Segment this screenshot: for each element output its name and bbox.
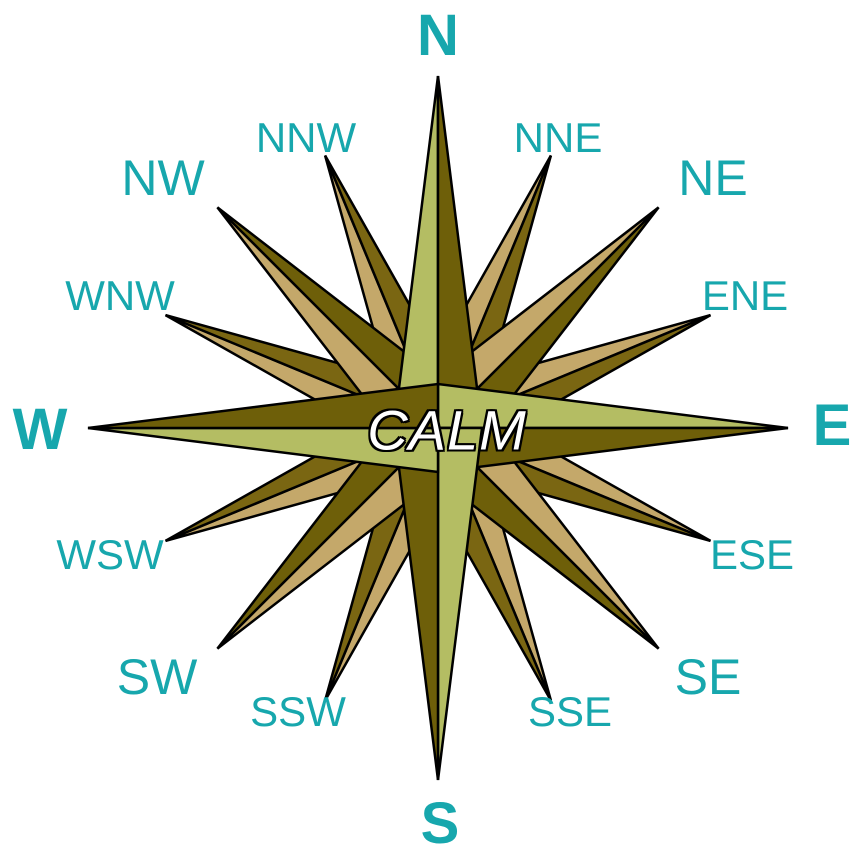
direction-label-w: W xyxy=(12,397,68,462)
direction-label-nne: NNE xyxy=(513,114,603,161)
star-point-w-right-face xyxy=(87,382,440,430)
direction-label-sw: SW xyxy=(116,649,198,705)
direction-label-e: E xyxy=(812,393,852,458)
direction-label-sse: SSE xyxy=(527,688,613,735)
star-point-n-right-face xyxy=(436,75,484,430)
star-point-s-left-face xyxy=(436,426,484,781)
direction-label-nw: NW xyxy=(121,150,205,206)
direction-label-se: SE xyxy=(674,649,742,705)
star-point-n-left-face xyxy=(392,75,440,430)
direction-label-nnw: NNW xyxy=(255,114,357,161)
direction-label-wsw: WSW xyxy=(56,531,164,578)
direction-label-ne: NE xyxy=(678,150,748,206)
direction-label-ene: ENE xyxy=(701,272,789,319)
direction-label-wnw: WNW xyxy=(65,272,175,319)
direction-label-n: N xyxy=(417,3,459,68)
star-point-s-right-face xyxy=(392,426,440,781)
direction-label-ssw: SSW xyxy=(250,688,346,735)
direction-label-ese: ESE xyxy=(709,531,795,578)
compass-star-cardinal-points xyxy=(87,75,789,781)
wind-status-label: CALM xyxy=(366,398,527,463)
direction-label-s: S xyxy=(420,791,460,856)
